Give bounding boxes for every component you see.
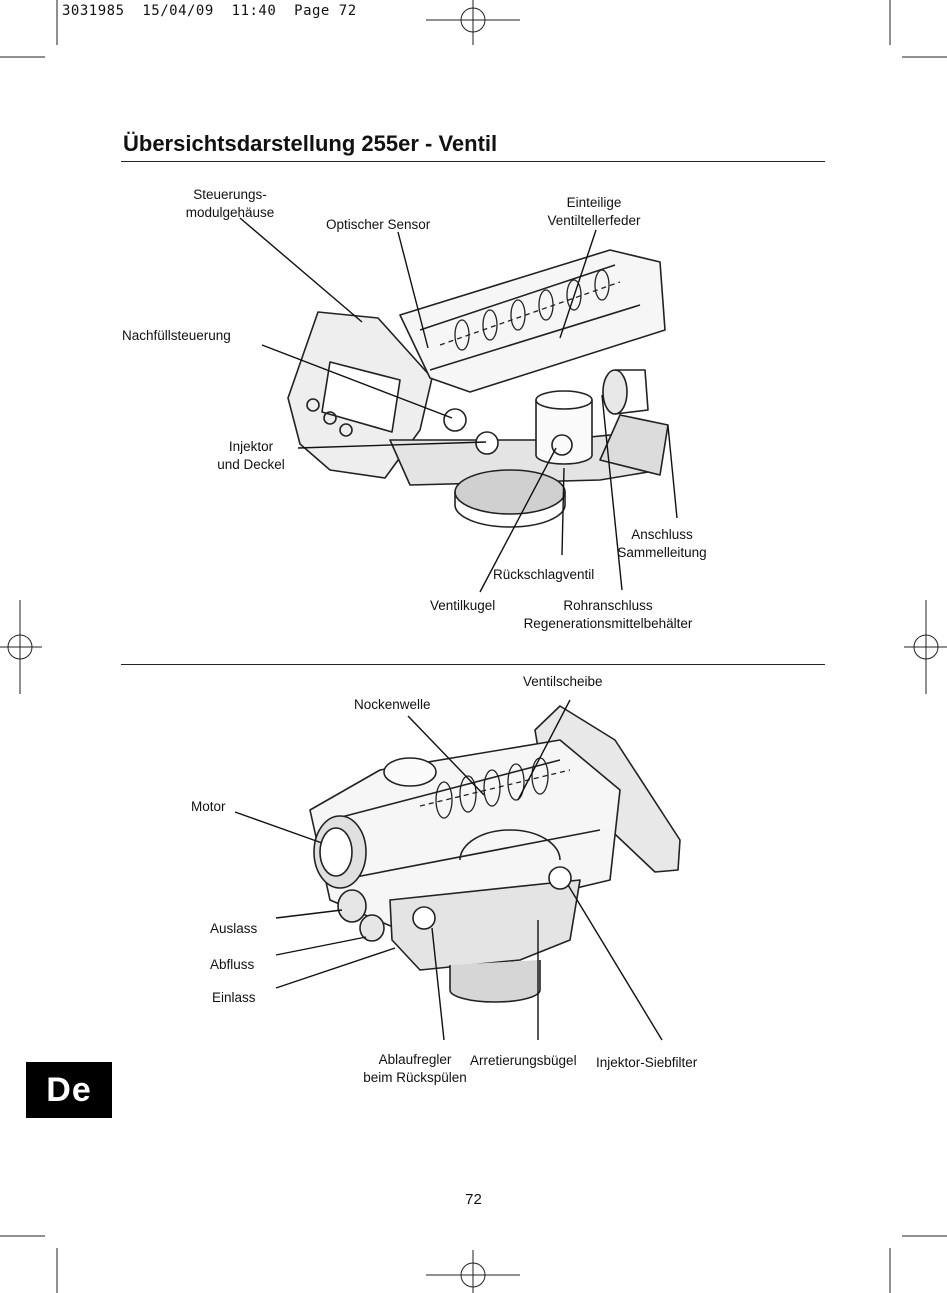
label-optischer-sensor: Optischer Sensor — [326, 217, 431, 232]
label-ventiltellerfeder: Einteilige Ventiltellerfeder — [547, 195, 641, 228]
label-abfluss: Abfluss — [210, 957, 255, 972]
label-anschluss-sammelleitung: Anschluss Sammelleitung — [617, 527, 707, 560]
label-rohranschluss: Rohranschluss Regenerationsmittelbehälte… — [523, 598, 693, 631]
label-einlass: Einlass — [212, 990, 256, 1005]
label-injektor-siebfilter: Injektor-Siebfilter — [596, 1055, 698, 1070]
label-auslass: Auslass — [210, 921, 258, 936]
title-rule — [121, 161, 825, 162]
page-title: Übersichtsdarstellung 255er - Ventil — [123, 131, 498, 156]
label-nockenwelle: Nockenwelle — [354, 697, 431, 712]
label-rueckschlagventil: Rückschlagventil — [493, 567, 595, 582]
label-motor: Motor — [191, 799, 226, 814]
label-ventilscheibe: Ventilscheibe — [523, 674, 603, 689]
label-nachfuellsteuerung: Nachfüllsteuerung — [122, 328, 231, 343]
label-steuerungsmodulgehaeuse: Steuerungs- modulgehäuse — [185, 187, 275, 220]
page-number: 72 — [465, 1191, 482, 1208]
language-tab: De — [26, 1062, 112, 1118]
label-injektor-und-deckel: Injektor und Deckel — [217, 439, 285, 472]
label-arretierungsbuegel: Arretierungsbügel — [470, 1053, 577, 1068]
print-slug-line: 3031985 15/04/09 11:40 Page 72 — [62, 3, 357, 19]
label-ablaufregler: Ablaufregler beim Rückspülen — [363, 1052, 467, 1085]
label-ventilkugel: Ventilkugel — [430, 598, 496, 613]
section-divider — [121, 664, 825, 665]
